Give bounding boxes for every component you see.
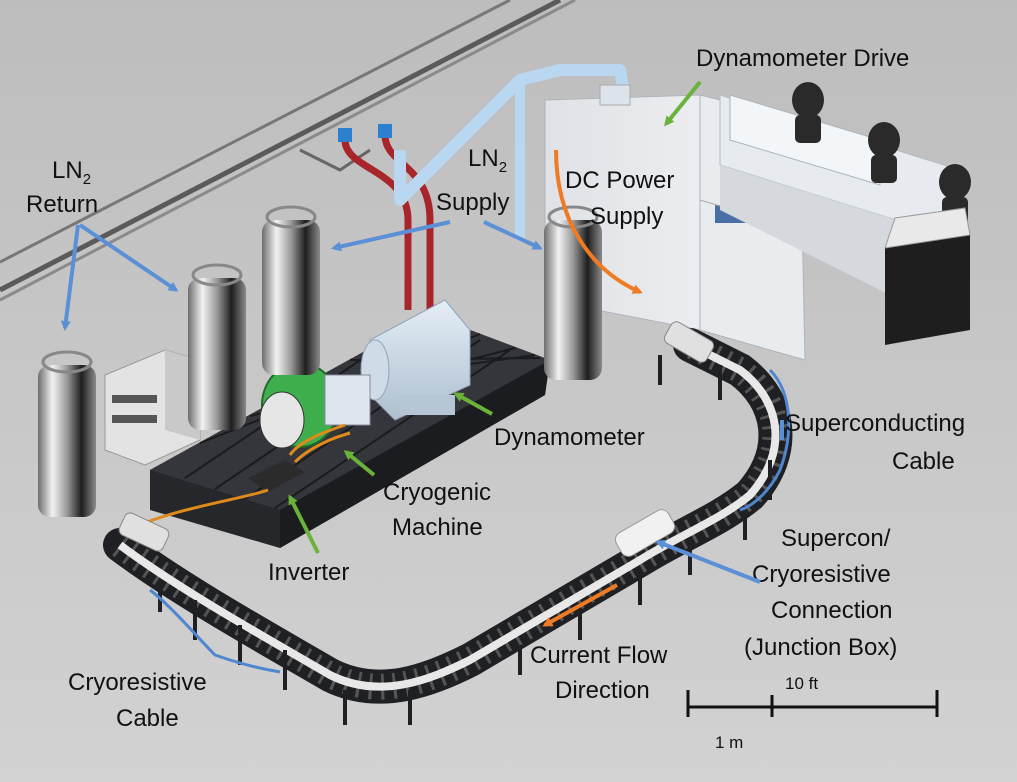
blue-arrows — [60, 220, 784, 584]
label-ln2-return: LN2 — [52, 157, 91, 188]
scale-bar-imperial: 10 ft — [785, 674, 818, 693]
ln2-hoses-red — [338, 124, 434, 310]
scale-bar — [686, 690, 939, 717]
label-junction-line1: Supercon/ — [781, 525, 891, 552]
label-cryogenic-machine: Cryogenic — [383, 479, 491, 506]
ln2-dewar-2 — [188, 263, 246, 430]
chiller-unit — [104, 349, 201, 466]
arrow-dynamometer — [453, 392, 493, 416]
label-dc-power-supply: DC Power — [565, 167, 674, 194]
arrow-ln2-supply-a — [331, 220, 451, 252]
arrow-cryogenic-machine — [343, 450, 376, 477]
arrow-dc-power — [554, 149, 643, 294]
label-cryoresistive-cable-line2: Cable — [116, 705, 179, 732]
label-dynamometer-drive: Dynamometer Drive — [696, 45, 909, 72]
label-ln2-supply-line2: Supply — [436, 189, 509, 216]
label-junction-line2: Cryoresistive — [752, 561, 891, 588]
overhead-rails — [0, 0, 576, 302]
arrow-ln2-supply-b — [483, 220, 543, 250]
label-ln2-supply: LN2 — [468, 145, 507, 176]
label-cryogenic-machine-line2: Machine — [392, 514, 483, 541]
control-desk — [719, 82, 971, 345]
ln2-dewar-1 — [38, 350, 96, 517]
overhead-duct — [394, 64, 631, 240]
arrow-ln2-return-b — [60, 224, 80, 331]
cable-braces — [149, 368, 791, 674]
ln2-dewar-3 — [262, 205, 320, 375]
arrow-current-flow — [542, 583, 618, 627]
label-superconducting-cable-line2: Cable — [892, 448, 955, 475]
label-dynamometer: Dynamometer — [494, 424, 645, 451]
dynamometer-motor — [360, 299, 471, 421]
label-dc-power-supply-line2: Supply — [590, 203, 663, 230]
label-inverter: Inverter — [268, 559, 349, 586]
green-arrows — [288, 80, 702, 554]
label-current-flow-line2: Direction — [555, 677, 650, 704]
label-junction-line4: (Junction Box) — [744, 634, 897, 661]
label-superconducting-cable: Superconducting — [785, 410, 965, 437]
arrow-inverter — [288, 494, 320, 554]
scale-bar-metric: 1 m — [715, 733, 743, 752]
label-cryoresistive-cable: Cryoresistive — [68, 669, 207, 696]
arrow-dynamometer-drive — [664, 80, 702, 127]
label-junction-line3: Connection — [771, 597, 892, 624]
orange-arrows — [542, 149, 643, 627]
label-ln2-return-line2: Return — [26, 191, 98, 218]
cable-track — [103, 321, 793, 725]
arrow-junction — [655, 539, 761, 584]
ln2-dewar-4 — [544, 205, 602, 380]
arrow-ln2-return-a — [78, 223, 179, 292]
label-current-flow: Current Flow — [530, 642, 668, 669]
